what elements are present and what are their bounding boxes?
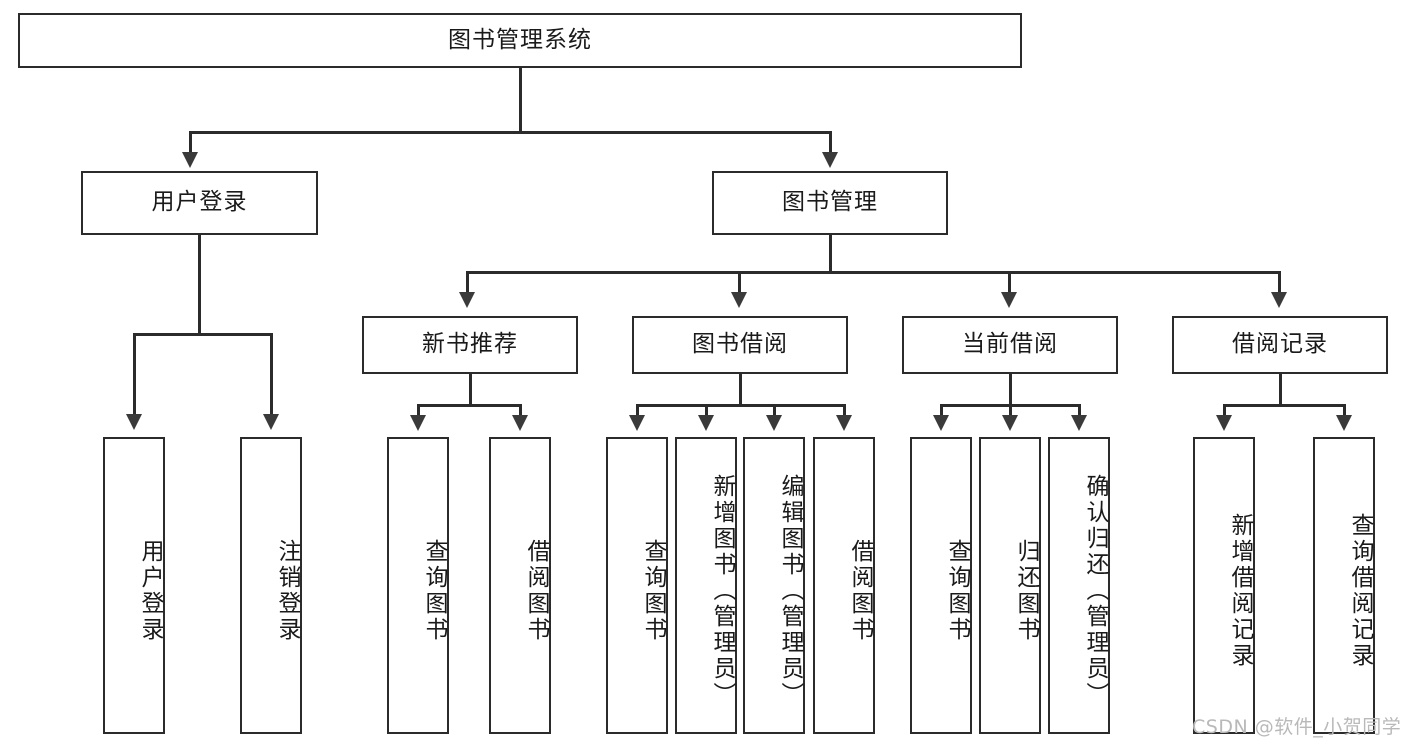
connector-book-borrow-to-leaf-3 bbox=[773, 404, 776, 418]
node-label: 查询图书 bbox=[421, 538, 447, 643]
connector-user-login-stem bbox=[198, 235, 201, 335]
connector-root-bus bbox=[189, 131, 832, 134]
arrowhead-icon bbox=[836, 415, 852, 431]
connector-book-borrow-bus bbox=[636, 404, 845, 407]
node-label: 借阅记录 bbox=[1232, 331, 1328, 358]
node-label: 注销登录 bbox=[274, 538, 300, 643]
connector-book-borrow-stem bbox=[739, 374, 742, 406]
node-new-book-recommend[interactable]: 新书推荐 bbox=[362, 316, 578, 374]
node-label: 新增图书（管理员） bbox=[709, 473, 735, 708]
leaf-confirm-return-admin[interactable]: 确认归还（管理员） bbox=[1048, 437, 1110, 734]
node-user-login[interactable]: 用户登录 bbox=[81, 171, 318, 235]
connector-new-book-to-leaf-1 bbox=[417, 404, 420, 418]
arrowhead-icon bbox=[698, 415, 714, 431]
arrowhead-icon bbox=[1002, 415, 1018, 431]
connector-to-book-borrow bbox=[738, 271, 741, 295]
connector-borrow-record-stem bbox=[1279, 374, 1282, 406]
connector-book-borrow-to-leaf-1 bbox=[636, 404, 639, 418]
node-borrow-record[interactable]: 借阅记录 bbox=[1172, 316, 1388, 374]
leaf-query-book-current[interactable]: 查询图书 bbox=[910, 437, 972, 734]
connector-new-book-bus bbox=[417, 404, 522, 407]
connector-user-login-bus bbox=[133, 333, 273, 336]
connector-to-new-book bbox=[466, 271, 469, 295]
node-label: 图书借阅 bbox=[692, 331, 788, 358]
connector-to-current-borrow bbox=[1008, 271, 1011, 295]
connector-root-to-user-login bbox=[189, 131, 192, 155]
arrowhead-icon bbox=[263, 414, 279, 430]
node-label: 借阅图书 bbox=[847, 538, 873, 643]
node-label: 图书管理 bbox=[782, 189, 878, 216]
arrowhead-icon bbox=[1271, 292, 1287, 308]
connector-root-to-book-manage bbox=[829, 131, 832, 155]
leaf-query-book-borrow[interactable]: 查询图书 bbox=[606, 437, 668, 734]
connector-current-borrow-to-leaf-1 bbox=[940, 404, 943, 418]
arrowhead-icon bbox=[731, 292, 747, 308]
node-label: 当前借阅 bbox=[962, 331, 1058, 358]
arrowhead-icon bbox=[1216, 415, 1232, 431]
arrowhead-icon bbox=[1071, 415, 1087, 431]
connector-current-borrow-stem bbox=[1009, 374, 1012, 406]
node-book-management[interactable]: 图书管理 bbox=[712, 171, 948, 235]
node-book-borrow[interactable]: 图书借阅 bbox=[632, 316, 848, 374]
node-root-system[interactable]: 图书管理系统 bbox=[18, 13, 1022, 68]
leaf-user-login[interactable]: 用户登录 bbox=[103, 437, 165, 734]
arrowhead-icon bbox=[126, 414, 142, 430]
leaf-return-book[interactable]: 归还图书 bbox=[979, 437, 1041, 734]
arrowhead-icon bbox=[1001, 292, 1017, 308]
connector-user-login-to-leaf-1 bbox=[133, 333, 136, 417]
node-label: 查询图书 bbox=[640, 538, 666, 643]
connector-borrow-record-to-leaf-1 bbox=[1223, 404, 1226, 418]
node-current-borrow[interactable]: 当前借阅 bbox=[902, 316, 1118, 374]
leaf-logout[interactable]: 注销登录 bbox=[240, 437, 302, 734]
leaf-borrow-book[interactable]: 借阅图书 bbox=[813, 437, 875, 734]
leaf-add-book-admin[interactable]: 新增图书（管理员） bbox=[675, 437, 737, 734]
arrowhead-icon bbox=[512, 415, 528, 431]
node-label: 归还图书 bbox=[1013, 538, 1039, 643]
csdn-watermark: CSDN @软件_小贺同学 bbox=[1192, 716, 1402, 738]
node-label: 用户登录 bbox=[137, 538, 163, 643]
connector-to-borrow-record bbox=[1278, 271, 1281, 295]
node-label: 新增借阅记录 bbox=[1227, 512, 1253, 669]
node-label: 编辑图书（管理员） bbox=[777, 473, 803, 708]
connector-borrow-record-to-leaf-2 bbox=[1343, 404, 1346, 418]
connector-borrow-record-bus bbox=[1223, 404, 1343, 407]
leaf-borrow-book-new[interactable]: 借阅图书 bbox=[489, 437, 551, 734]
connector-book-manage-bus bbox=[466, 271, 1280, 274]
arrowhead-icon bbox=[182, 152, 198, 168]
node-label: 确认归还（管理员） bbox=[1082, 473, 1108, 708]
arrowhead-icon bbox=[766, 415, 782, 431]
node-label: 图书管理系统 bbox=[448, 26, 592, 53]
arrowhead-icon bbox=[1336, 415, 1352, 431]
node-label: 查询借阅记录 bbox=[1347, 512, 1373, 669]
node-label: 新书推荐 bbox=[422, 331, 518, 358]
leaf-query-borrow-record[interactable]: 查询借阅记录 bbox=[1313, 437, 1375, 734]
leaf-edit-book-admin[interactable]: 编辑图书（管理员） bbox=[743, 437, 805, 734]
connector-user-login-to-leaf-2 bbox=[270, 333, 273, 417]
arrowhead-icon bbox=[822, 152, 838, 168]
connector-current-borrow-to-leaf-2 bbox=[1009, 404, 1012, 418]
node-label: 借阅图书 bbox=[523, 538, 549, 643]
leaf-query-book-new[interactable]: 查询图书 bbox=[387, 437, 449, 734]
connector-new-book-stem bbox=[469, 374, 472, 406]
connector-current-borrow-to-leaf-3 bbox=[1078, 404, 1081, 418]
leaf-add-borrow-record[interactable]: 新增借阅记录 bbox=[1193, 437, 1255, 734]
node-label: 用户登录 bbox=[151, 189, 248, 216]
arrowhead-icon bbox=[410, 415, 426, 431]
node-label: 查询图书 bbox=[944, 538, 970, 643]
connector-book-manage-stem bbox=[829, 235, 832, 273]
arrowhead-icon bbox=[933, 415, 949, 431]
connector-book-borrow-to-leaf-2 bbox=[705, 404, 708, 418]
connector-new-book-to-leaf-2 bbox=[519, 404, 522, 418]
arrowhead-icon bbox=[459, 292, 475, 308]
connector-book-borrow-to-leaf-4 bbox=[843, 404, 846, 418]
arrowhead-icon bbox=[629, 415, 645, 431]
connector-root-stem bbox=[519, 68, 522, 133]
